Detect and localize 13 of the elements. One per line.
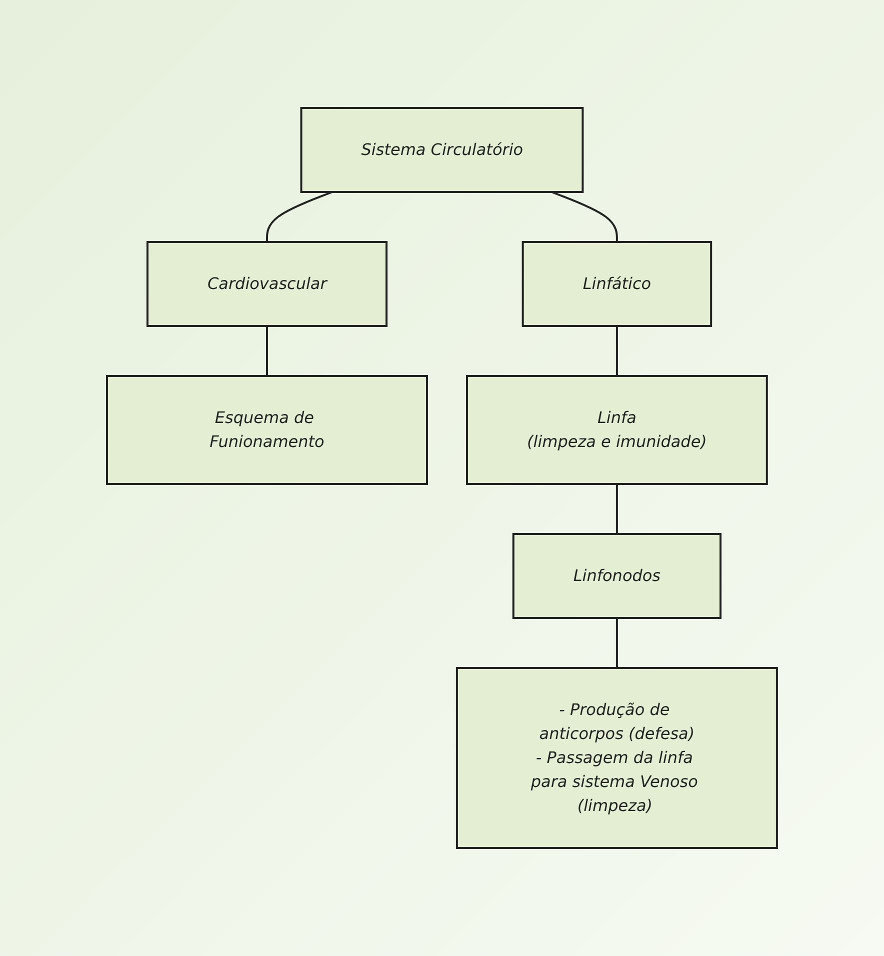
connector [266,326,268,376]
node-box: Linfa (limpeza e imunidade) [466,375,768,485]
connector [616,484,618,534]
node-box: Sistema Circulatório [300,107,584,193]
connector [616,326,618,376]
node-box: Cardiovascular [146,241,388,327]
connector [266,191,333,242]
node-box: - Produção de anticorpos (defesa) - Passagem da linfa para sistema Venoso (limpeza) [456,667,778,849]
connector [551,191,618,242]
node-box: Linfonodos [512,533,722,619]
node-box: Esquema de Funionamento [106,375,428,485]
node-box: Linfático [522,241,712,327]
connector [616,618,618,668]
